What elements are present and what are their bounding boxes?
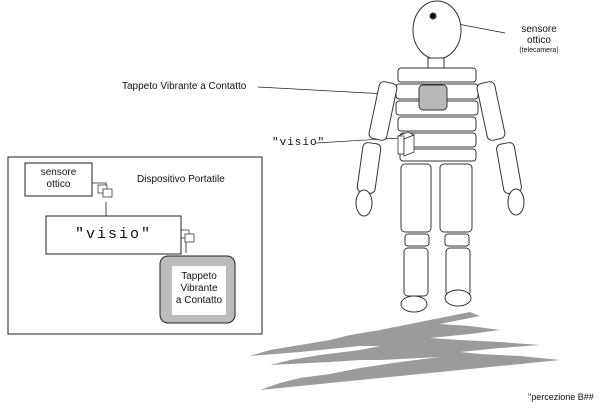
torso-segment	[399, 148, 477, 162]
robot-figure	[355, 0, 525, 313]
robot-right-knee	[444, 233, 470, 247]
panel-visio-box	[45, 215, 182, 255]
head-sensor-label-line1: sensore	[521, 24, 557, 35]
connector-icon-sensor	[97, 184, 113, 198]
panel-tappeto-inner	[172, 266, 226, 315]
panel-tappeto-line3: a Contatto	[175, 295, 223, 306]
robot-right-shin	[445, 247, 471, 297]
visio-leader-line	[315, 137, 401, 144]
robot-right-forearm	[496, 142, 522, 194]
tappeto-label: Tappeto Vibrante a Contatto	[122, 81, 247, 92]
head-sensor-label-line2: ottico	[527, 35, 551, 46]
robot-right-thigh	[439, 163, 473, 233]
panel-visio-label: "visio"	[74, 226, 152, 243]
footer-note: "percezione B##	[528, 392, 594, 402]
torso-segment	[397, 116, 477, 132]
robot-left-shin	[403, 247, 429, 297]
robot-right-hand	[507, 188, 525, 216]
robot-right-foot	[444, 289, 472, 307]
visio-label: "visio"	[272, 137, 326, 149]
ground-shadow	[250, 312, 560, 390]
head-sensor-label: sensore ottico (telecamera)	[503, 24, 575, 56]
robot-left-hand	[355, 189, 373, 217]
robot-head	[412, 0, 462, 60]
panel-sensor-line2: ottico	[46, 179, 71, 190]
robot-left-thigh	[400, 163, 432, 233]
head-sensor-dot-icon	[429, 12, 437, 20]
robot-right-upper-arm	[476, 81, 506, 141]
robot-left-upper-arm	[368, 81, 398, 141]
robot-left-knee	[404, 233, 430, 247]
panel-sensor-box	[24, 162, 93, 197]
torso-segment	[397, 67, 477, 83]
panel-tappeto-line2: Vibrante	[180, 283, 218, 294]
waist-visio-device-icon	[397, 131, 415, 157]
robot-left-forearm	[356, 142, 382, 194]
panel-sensor-line1: sensore	[40, 167, 77, 178]
panel-tappeto-line1: Tappeto	[181, 271, 217, 282]
robot-left-foot	[400, 295, 428, 313]
device-panel-title: Dispositivo Portatile	[137, 174, 225, 185]
panel-tappeto-label: Tappeto Vibrante a Contatto	[170, 271, 228, 307]
chest-tappeto-pad	[418, 84, 448, 111]
panel-sensor-label: sensore ottico	[25, 167, 92, 191]
head-sensor-label-line3: (telecamera)	[519, 47, 559, 54]
